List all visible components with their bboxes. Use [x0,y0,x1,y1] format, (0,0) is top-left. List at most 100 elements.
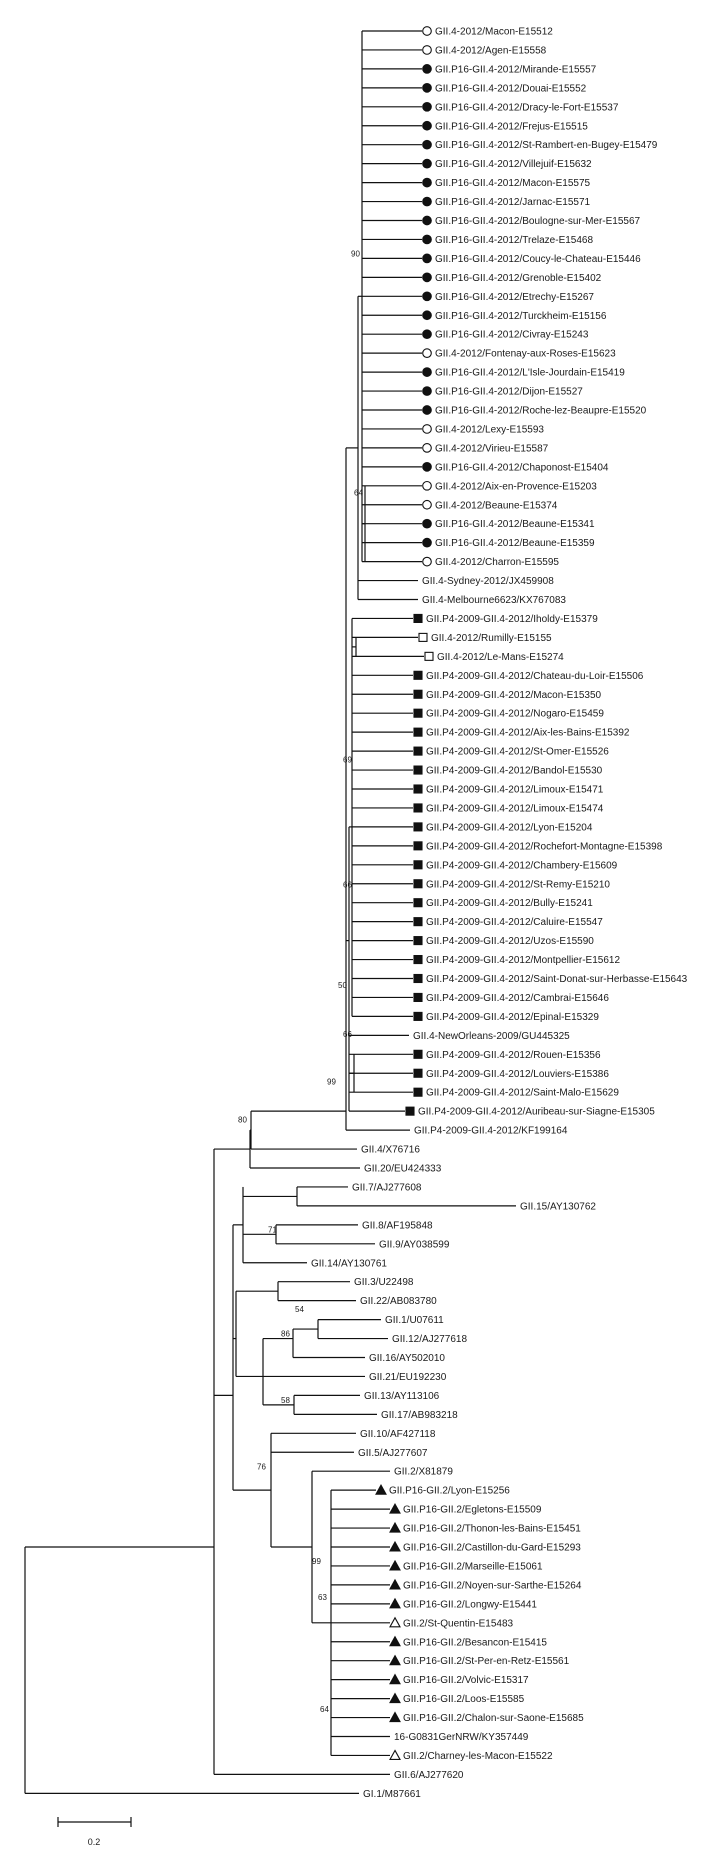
leaf-label-gii-p4-2009-gii-4-2012-st-remy-e15210: GII.P4-2009-GII.4-2012/St-Remy-E15210 [426,879,610,890]
open-circle-marker [422,348,432,359]
filled-circle-marker [422,177,432,188]
filled-square-marker [413,860,423,870]
filled-circle-marker [422,518,432,529]
filled-circle-marker [422,367,432,377]
leaf-label-gii-p16-gii-2-loos-e15585: GII.P16-GII.2/Loos-E15585 [403,1694,525,1705]
leaf-label-gii-p4-2009-gii-4-2012-st-omer-e15526: GII.P4-2009-GII.4-2012/St-Omer-E15526 [426,747,609,758]
filled-triangle-marker [389,1502,401,1514]
leaf-label-gii-4-sydney-2012-jx459908: GII.4-Sydney-2012/JX459908 [422,576,554,587]
leaf-label-gii-6-aj277620: GII.6/AJ277620 [394,1770,464,1781]
bootstrap-value: 86 [281,1330,290,1339]
leaf-label-gii-p4-2009-gii-4-2012-lyon-e15204: GII.P4-2009-GII.4-2012/Lyon-E15204 [426,822,593,833]
filled-circle-marker [422,196,432,207]
leaf-label-gii-p16-gii-4-2012-l-isle-jourdain-e15419: GII.P16-GII.4-2012/L'Isle-Jourdain-E1541… [435,368,625,379]
leaf-label-gii-p16-gii-2-st-per-en-retz-e15561: GII.P16-GII.2/St-Per-en-Retz-E15561 [403,1656,570,1667]
leaf-label-gii-3-u22498: GII.3/U22498 [354,1277,414,1288]
leaf-label-gii-16-ay502010: GII.16/AY502010 [369,1353,445,1364]
filled-triangle-marker [389,1578,401,1590]
leaf-label-gii-p16-gii-2-longwy-e15441: GII.P16-GII.2/Longwy-E15441 [403,1599,537,1610]
leaf-label-gii-15-ay130762: GII.15/AY130762 [520,1201,596,1212]
open-square-marker [418,632,428,642]
filled-triangle-marker [389,1635,401,1647]
filled-square-marker [413,898,423,908]
filled-square-marker [413,708,423,718]
leaf-label-gii-p16-gii-2-chalon-sur-saone-e15685: GII.P16-GII.2/Chalon-sur-Saone-E15685 [403,1713,584,1724]
leaf-label-gii-p16-gii-4-2012-coucy-le-chateau-e15446: GII.P16-GII.4-2012/Coucy-le-Chateau-E154… [435,254,641,265]
leaf-label-gii-20-eu424333: GII.20/EU424333 [364,1164,442,1175]
filled-square-marker [413,917,423,927]
leaf-label-gii-4-2012-le-mans-e15274: GII.4-2012/Le-Mans-E15274 [437,652,564,663]
leaf-label-gii-p4-2009-gii-4-2012-saint-donat-sur-herbasse-e15643: GII.P4-2009-GII.4-2012/Saint-Donat-sur-H… [426,974,688,985]
filled-square-marker [413,746,423,756]
leaf-labels: GII.4-2012/Macon-E15512GII.4-2012/Agen-E… [311,27,688,1800]
leaf-label-gii-2-x81879: GII.2/X81879 [394,1467,453,1478]
leaf-label-gii-p16-gii-4-2012-boulogne-sur-mer-e15567: GII.P16-GII.4-2012/Boulogne-sur-Mer-E155… [435,216,641,227]
filled-circle-marker [422,101,432,112]
filled-circle-marker [422,215,432,226]
filled-square-marker [413,992,423,1003]
filled-circle-marker [422,234,432,245]
open-circle-marker [422,424,432,434]
bootstrap-value: 71 [268,1225,277,1234]
leaf-label-gii-p16-gii-2-thonon-les-bains-e15451: GII.P16-GII.2/Thonon-les-Bains-E15451 [403,1524,581,1535]
bootstrap-value: 66 [343,881,352,890]
leaf-label-gii-p4-2009-gii-4-2012-montpellier-e15612: GII.P4-2009-GII.4-2012/Montpellier-E1561… [426,955,620,966]
filled-triangle-marker [389,1540,401,1552]
leaf-label-gii-p16-gii-4-2012-macon-e15575: GII.P16-GII.4-2012/Macon-E15575 [435,178,591,189]
leaf-label-gii-p16-gii-4-2012-beaune-e15341: GII.P16-GII.4-2012/Beaune-E15341 [435,519,595,530]
filled-circle-marker [422,310,432,321]
leaf-label-gii-p16-gii-4-2012-mirande-e15557: GII.P16-GII.4-2012/Mirande-E15557 [435,64,597,75]
leaf-label-gii-p16-gii-4-2012-jarnac-e15571: GII.P16-GII.4-2012/Jarnac-E15571 [435,197,591,208]
filled-triangle-marker [389,1597,401,1609]
leaf-label-gii-p4-2009-gii-4-2012-chateau-du-loir-e15506: GII.P4-2009-GII.4-2012/Chateau-du-Loir-E… [426,671,644,682]
bootstrap-value: 66 [343,1030,352,1039]
leaf-label-gii-21-eu192230: GII.21/EU192230 [369,1372,447,1383]
filled-square-marker [413,879,423,889]
filled-square-marker [413,727,423,737]
leaf-label-gii-p16-gii-2-castillon-du-gard-e15293: GII.P16-GII.2/Castillon-du-Gard-E15293 [403,1543,581,1554]
open-triangle-marker [389,1749,401,1760]
leaf-label-gii-p4-2009-gii-4-2012-louviers-e15386: GII.P4-2009-GII.4-2012/Louviers-E15386 [426,1069,609,1080]
filled-square-marker [413,1068,423,1078]
filled-triangle-marker [389,1521,401,1533]
open-circle-marker [422,556,432,567]
leaf-label-gii-p4-2009-gii-4-2012-macon-e15350: GII.P4-2009-GII.4-2012/Macon-E15350 [426,690,602,701]
leaf-label-gii-22-ab083780: GII.22/AB083780 [360,1296,437,1307]
filled-circle-marker [422,120,432,131]
filled-square-marker [413,803,423,813]
leaf-label-gii-p4-2009-gii-4-2012-cambrai-e15646: GII.P4-2009-GII.4-2012/Cambrai-E15646 [426,993,609,1004]
open-circle-marker [422,443,432,453]
tree-branches [24,30,516,1794]
leaf-label-gii-4-x76716: GII.4/X76716 [361,1145,420,1156]
filled-circle-marker [422,253,432,264]
filled-triangle-marker [389,1654,401,1666]
leaf-label-gii-p16-gii-2-egletons-e15509: GII.P16-GII.2/Egletons-E15509 [403,1505,542,1516]
bootstrap-value: 99 [312,1557,321,1566]
leaf-label-gii-7-aj277608: GII.7/AJ277608 [352,1182,422,1193]
leaf-label-gii-p16-gii-4-2012-frejus-e15515: GII.P16-GII.4-2012/Frejus-E15515 [435,121,588,132]
leaf-label-gii-p4-2009-gii-4-2012-caluire-e15547: GII.P4-2009-GII.4-2012/Caluire-E15547 [426,917,603,928]
filled-circle-marker [422,329,432,340]
filled-circle-marker [422,139,432,150]
leaf-label-gii-p16-gii-4-2012-douai-e15552: GII.P16-GII.4-2012/Douai-E15552 [435,83,587,94]
filled-circle-marker [422,64,432,74]
leaf-label-gii-p4-2009-gii-4-2012-bandol-e15530: GII.P4-2009-GII.4-2012/Bandol-E15530 [426,766,603,777]
filled-square-marker [413,841,423,851]
filled-triangle-marker [389,1711,401,1723]
scale-bar: 0.2 [57,1817,132,1847]
filled-square-marker [413,689,423,699]
open-circle-marker [422,499,432,510]
filled-square-marker [413,954,423,965]
filled-square-marker [405,1106,415,1116]
filled-square-marker [413,670,423,680]
bootstrap-value: 54 [295,1305,304,1314]
leaf-label-gii-p4-2009-gii-4-2012-rouen-e15356: GII.P4-2009-GII.4-2012/Rouen-E15356 [426,1050,601,1061]
leaf-label-gii-9-ay038599: GII.9/AY038599 [379,1239,450,1250]
leaf-label-gii-p4-2009-gii-4-2012-bully-e15241: GII.P4-2009-GII.4-2012/Bully-E15241 [426,898,593,909]
leaf-label-gii-12-aj277618: GII.12/AJ277618 [392,1334,467,1345]
open-circle-marker [422,26,432,36]
leaf-label-gii-p4-2009-gii-4-2012-saint-malo-e15629: GII.P4-2009-GII.4-2012/Saint-Malo-E15629 [426,1088,619,1099]
leaf-label-gii-4-2012-lexy-e15593: GII.4-2012/Lexy-E15593 [435,424,544,435]
